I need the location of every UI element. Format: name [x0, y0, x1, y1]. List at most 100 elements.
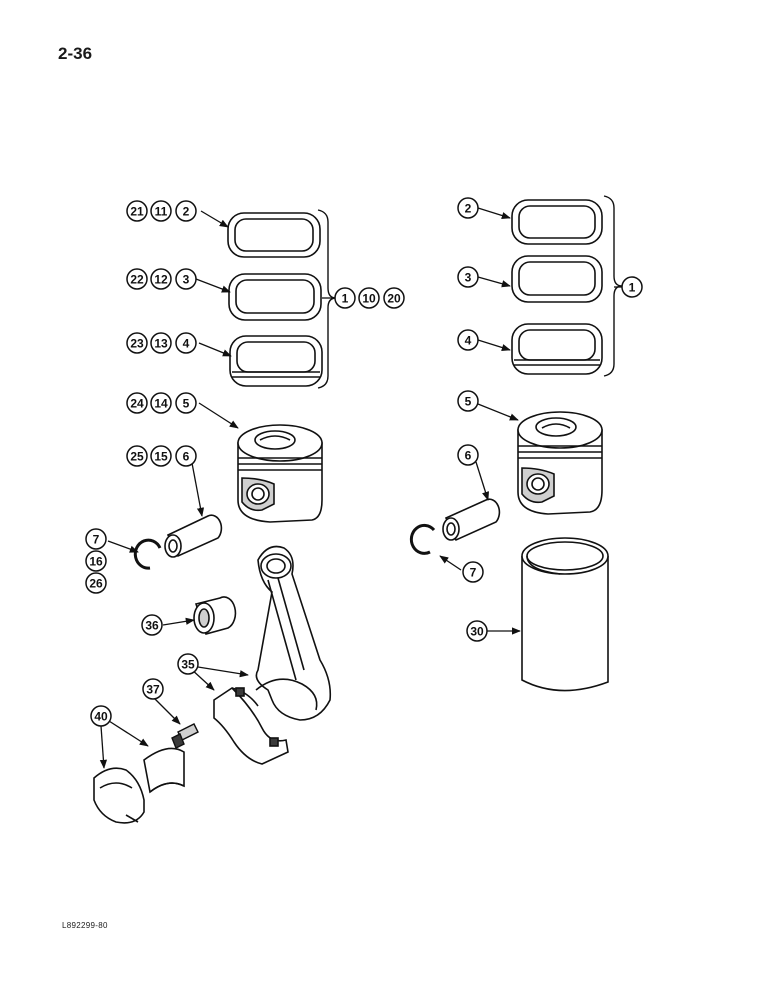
callout-circle: [85, 572, 107, 594]
bearing-shell-lower: [93, 767, 145, 824]
callout-23: 23: [126, 332, 148, 354]
callout-26: 26: [85, 572, 107, 594]
callout-2: 2: [175, 200, 197, 222]
callout-21: 21: [126, 200, 148, 222]
rod-cap: [213, 686, 289, 765]
callout-40: 40: [90, 705, 112, 727]
callout-circle: [85, 528, 107, 550]
callout-30: 30: [466, 620, 488, 642]
callout-label: 26: [89, 577, 103, 591]
callout-circle: [621, 276, 643, 298]
cylinder-sleeve: [521, 537, 609, 692]
callout-circle: [175, 445, 197, 467]
callout-label: 3: [183, 273, 190, 287]
callout-circle: [457, 329, 479, 351]
callout-label: 15: [154, 450, 168, 464]
callout-label: 23: [130, 337, 144, 351]
callout-circle: [90, 705, 112, 727]
callout-circle: [457, 444, 479, 466]
callout-25: 25: [126, 445, 148, 467]
callout-11: 11: [150, 200, 172, 222]
small-end-bushing: [193, 596, 237, 635]
callout-4: 4: [175, 332, 197, 354]
callout-24: 24: [126, 392, 148, 414]
callout-circle: [457, 197, 479, 219]
callout-label: 25: [130, 450, 144, 464]
callout-circle: [126, 200, 148, 222]
callout-circle: [457, 266, 479, 288]
callout-label: 24: [130, 397, 144, 411]
rod-bolt: [171, 723, 199, 749]
callout-circle: [150, 445, 172, 467]
callout-6: 6: [175, 445, 197, 467]
callout-4: 4: [457, 329, 479, 351]
callout-3: 3: [175, 268, 197, 290]
right-ring-bracket: [603, 195, 623, 377]
right-ring-middle: [511, 255, 603, 303]
callout-label: 5: [183, 397, 190, 411]
callout-label: 16: [89, 555, 103, 569]
callout-7: 7: [85, 528, 107, 550]
callout-circle: [175, 332, 197, 354]
callout-5: 5: [175, 392, 197, 414]
callout-7: 7: [462, 561, 484, 583]
callout-label: 13: [154, 337, 168, 351]
callout-13: 13: [150, 332, 172, 354]
right-piston: [517, 411, 603, 515]
right-ring-top: [511, 199, 603, 245]
callout-1: 1: [621, 276, 643, 298]
callout-label: 1: [629, 281, 636, 295]
callout-label: 7: [470, 566, 477, 580]
callout-circle: [150, 392, 172, 414]
callout-circle: [462, 561, 484, 583]
callout-label: 14: [154, 397, 168, 411]
callout-label: 6: [465, 449, 472, 463]
right-piston-pin: [442, 498, 501, 542]
callout-circle: [126, 392, 148, 414]
callout-label: 36: [145, 619, 159, 633]
callout-circle: [175, 392, 197, 414]
callout-22: 22: [126, 268, 148, 290]
callout-1: 1: [334, 287, 356, 309]
left-snap-ring: [133, 538, 162, 570]
callout-circle: [383, 287, 405, 309]
callout-label: 21: [130, 205, 144, 219]
callout-circle: [177, 653, 199, 675]
left-ring-oil: [229, 335, 323, 387]
callout-label: 4: [465, 334, 472, 348]
page-number: 2-36: [58, 44, 93, 63]
connecting-rod: [255, 545, 332, 721]
callout-label: 2: [465, 202, 472, 216]
callout-5: 5: [457, 390, 479, 412]
callout-circle: [85, 550, 107, 572]
callout-label: 10: [362, 292, 376, 306]
callout-3: 3: [457, 266, 479, 288]
callout-37: 37: [142, 678, 164, 700]
right-snap-ring: [409, 523, 436, 555]
callout-circle: [466, 620, 488, 642]
callout-label: 11: [155, 205, 168, 219]
callout-circle: [175, 268, 197, 290]
callout-label: 40: [94, 710, 108, 724]
callout-circle: [457, 390, 479, 412]
callout-14: 14: [150, 392, 172, 414]
callout-label: 20: [387, 292, 401, 306]
figure-code: L892299-80: [62, 921, 108, 930]
callout-label: 7: [93, 533, 100, 547]
callout-circle: [126, 268, 148, 290]
callout-circle: [141, 614, 163, 636]
callout-36: 36: [141, 614, 163, 636]
callout-15: 15: [150, 445, 172, 467]
callout-circle: [142, 678, 164, 700]
callout-circle: [358, 287, 380, 309]
bearing-shell-upper: [143, 747, 185, 794]
callout-label: 35: [181, 658, 195, 672]
callout-label: 37: [146, 683, 160, 697]
callout-circle: [150, 332, 172, 354]
callout-label: 12: [154, 273, 168, 287]
callout-2: 2: [457, 197, 479, 219]
callout-circle: [150, 200, 172, 222]
left-ring-middle: [228, 273, 322, 321]
